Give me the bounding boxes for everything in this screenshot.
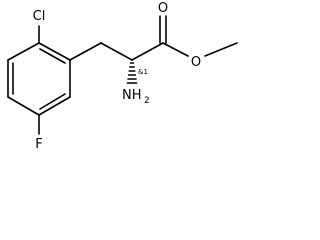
stereo-descriptor-label: &1 (138, 68, 148, 76)
ester-oxygen-label: O (191, 55, 201, 70)
carbonyl-oxygen-label: O (158, 1, 168, 16)
carbonyl-o-bond (162, 42, 189, 57)
amine-group-label: NH 2 (122, 88, 150, 106)
ring-bond (7, 96, 40, 116)
fluorine-atom-label: F (35, 137, 42, 152)
ring-double-bond (39, 93, 66, 110)
stereo-hash-bond (126, 62, 138, 84)
ch2-calpha-bond (100, 42, 133, 61)
o-methyl-bond (204, 42, 238, 57)
ring-ch2-bond (69, 42, 102, 61)
amine-subscript: 2 (144, 96, 150, 106)
benzene-ring (7, 42, 71, 116)
ring-bond (7, 42, 40, 61)
ring-bond (38, 42, 71, 61)
amine-nh-label: NH (122, 88, 142, 103)
chlorine-atom-label: Cl (33, 9, 46, 24)
calpha-carbonyl-bond (131, 42, 164, 61)
chemical-structure-diagram: Cl F O O NH 2 &1 (7, 1, 238, 152)
ring-bond (38, 96, 71, 116)
ring-double-bond (39, 48, 66, 64)
